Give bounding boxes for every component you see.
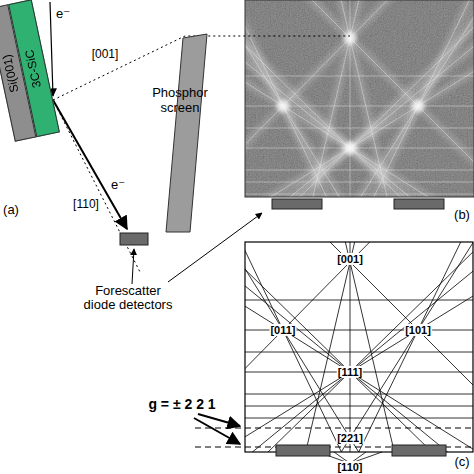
band-line	[245, 242, 473, 452]
band-line	[245, 242, 473, 452]
kikuchi-band	[245, 190, 474, 198]
band-edge	[245, 0, 474, 197]
dashed-band-edge	[195, 427, 474, 428]
leader-arrow	[132, 249, 134, 284]
band-line	[245, 242, 473, 452]
band-edge	[245, 148, 474, 149]
band-edge	[245, 0, 474, 197]
pointer-arrow	[194, 418, 240, 444]
scattered-electrons	[53, 100, 127, 229]
kikuchi-band	[245, 124, 474, 133]
zone-axis-label: [111]	[337, 366, 363, 378]
diode-detector	[392, 445, 446, 456]
band-edge	[245, 0, 474, 197]
screen-outline	[140, 30, 220, 240]
direction-110	[53, 100, 140, 272]
kikuchi-bands	[245, 0, 474, 197]
diode-detector	[276, 445, 330, 456]
band-edge	[245, 194, 474, 195]
zone-axis-label: [221]	[336, 432, 364, 444]
panel-label: (c)	[454, 455, 469, 469]
band-edge	[245, 76, 474, 77]
node-label: 3C-SiC	[23, 48, 45, 89]
band-edge	[245, 0, 474, 197]
panel-label: (a)	[3, 203, 19, 217]
band-edge	[245, 0, 474, 197]
kikuchi-lines	[245, 242, 473, 452]
panel-label: (b)	[454, 208, 470, 222]
schematic-frame	[245, 242, 473, 452]
node-label: Phosphor screen	[140, 86, 220, 116]
band-line	[245, 242, 473, 452]
band-line	[245, 242, 473, 452]
zone-axis-label: [001]	[336, 253, 364, 265]
pattern-frame	[245, 0, 474, 197]
beam-label: e⁻	[56, 7, 70, 21]
pattern-clip	[245, 0, 474, 197]
diode-detector	[120, 233, 148, 245]
band-line	[245, 242, 473, 452]
band-line	[245, 242, 473, 452]
zone-axis-label: [101]	[404, 324, 432, 336]
band-line	[350, 242, 351, 452]
kikuchi-band	[245, 178, 474, 187]
band-edge	[245, 0, 474, 197]
zone-axis-spot	[412, 100, 424, 112]
band-line	[245, 242, 473, 452]
band-line	[245, 394, 473, 395]
band-line	[245, 242, 473, 452]
diode-detector	[394, 199, 444, 209]
screen-shape	[166, 34, 207, 232]
band-line	[245, 242, 473, 452]
zone-axis-spot	[277, 100, 289, 112]
band-edge	[245, 0, 474, 197]
schematic-clip	[245, 242, 473, 452]
band-line	[245, 242, 473, 452]
schematic-background	[245, 242, 473, 452]
kikuchi-band	[245, 166, 474, 175]
band-edge	[245, 128, 474, 129]
band-edge	[245, 170, 474, 171]
zone-axis-label: [110]	[336, 461, 363, 473]
reflection-label: g = ± 2 2 1	[148, 397, 215, 412]
incident-beam	[50, 2, 53, 96]
band-line	[245, 242, 473, 452]
phosphor-screen: Phosphor screen	[140, 30, 220, 240]
zone-axis-label: [011]	[269, 324, 296, 336]
band-line	[245, 242, 473, 452]
diode-detector	[272, 199, 322, 209]
direction-label: [001]	[92, 48, 119, 61]
zone-axis-spot	[344, 142, 356, 154]
band-edge	[245, 182, 474, 183]
zone-axis-spot	[344, 32, 356, 44]
direction-label: [110]	[73, 198, 99, 211]
band-edge	[350, 0, 351, 197]
band-line	[245, 406, 473, 407]
band-line	[245, 352, 473, 353]
band-line	[245, 418, 473, 419]
beam-label: e⁻	[111, 178, 125, 192]
band-line	[245, 242, 473, 452]
detector-label: Forescatter diode detectors	[78, 284, 178, 313]
band-edge	[245, 0, 474, 197]
